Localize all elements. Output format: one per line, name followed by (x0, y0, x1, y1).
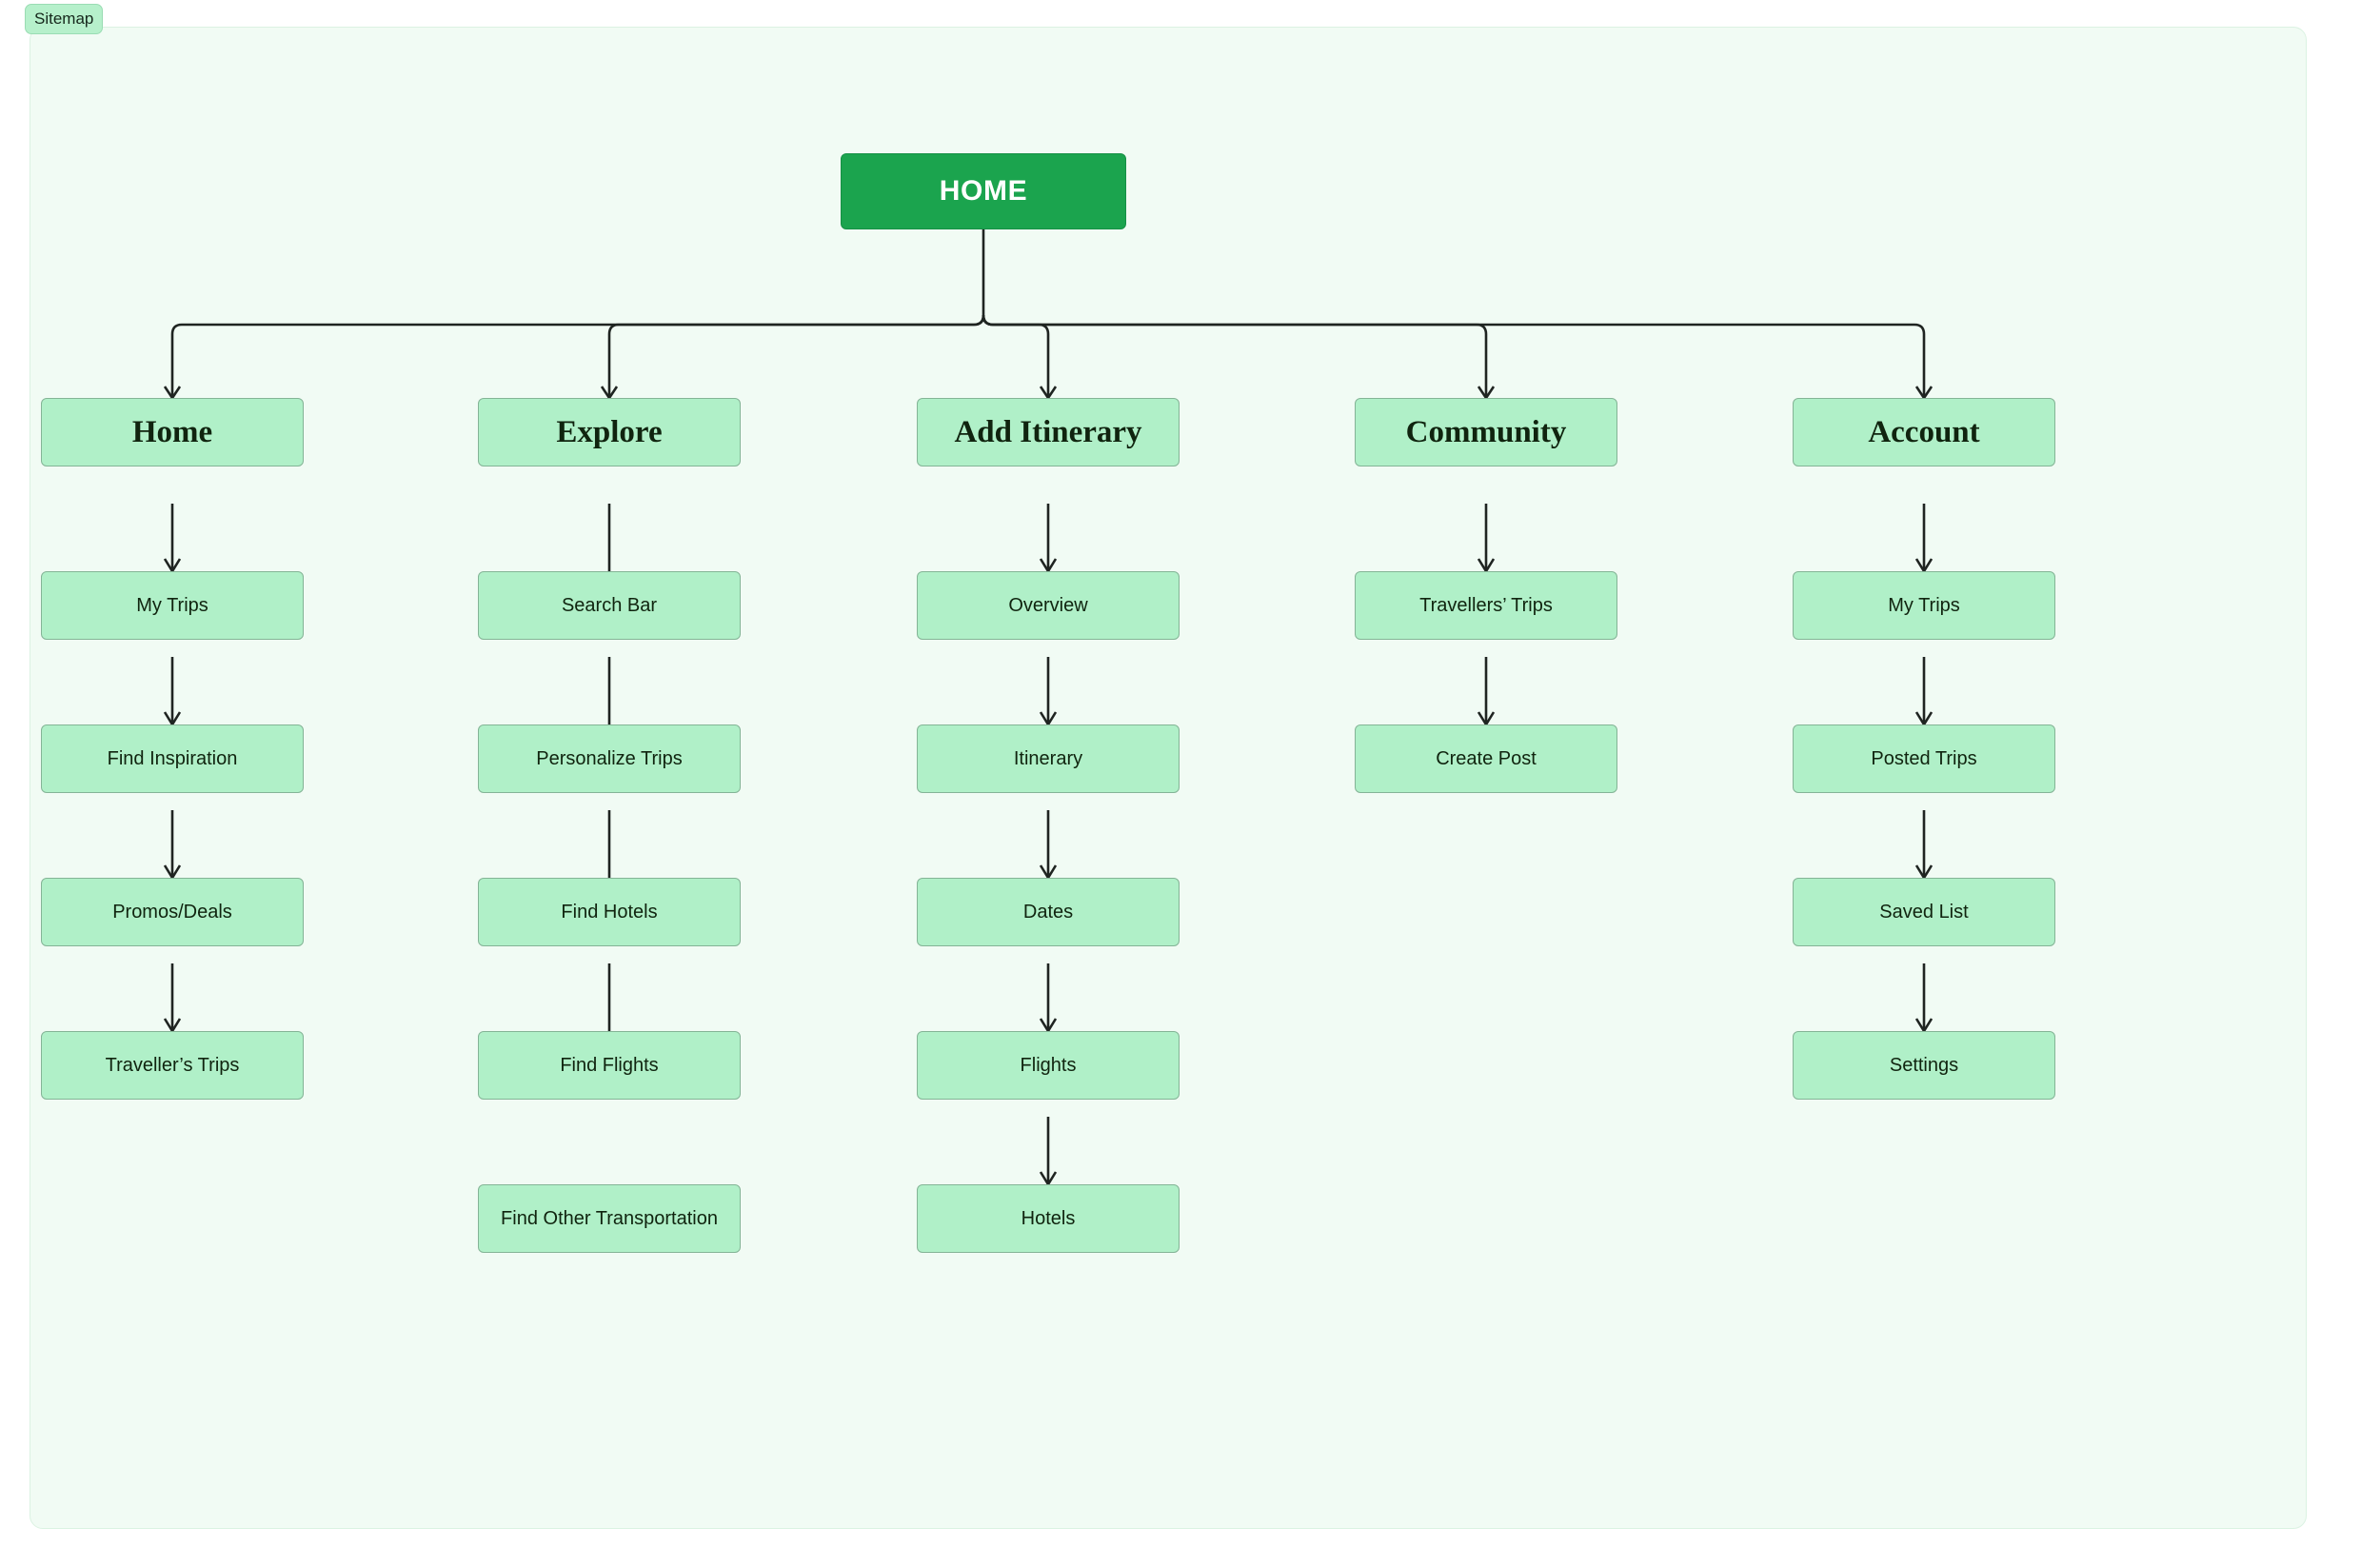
node-itinerary-hotels[interactable]: Hotels (917, 1184, 1180, 1253)
node-itinerary-flights[interactable]: Flights (917, 1031, 1180, 1100)
node-itinerary-dates[interactable]: Dates (917, 878, 1180, 946)
node-explore-find-other-transportation[interactable]: Find Other Transportation (478, 1184, 741, 1253)
node-home-promos-deals[interactable]: Promos/Deals (41, 878, 304, 946)
node-section-community[interactable]: Community (1355, 398, 1617, 466)
node-community-create-post[interactable]: Create Post (1355, 724, 1617, 793)
node-explore-personalize-trips[interactable]: Personalize Trips (478, 724, 741, 793)
node-community-travellers-trips[interactable]: Travellers’ Trips (1355, 571, 1617, 640)
node-section-account[interactable]: Account (1793, 398, 2055, 466)
diagram-canvas: HOME Home My Trips Find Inspiration Prom… (30, 27, 2307, 1529)
node-itinerary-itinerary[interactable]: Itinerary (917, 724, 1180, 793)
node-account-my-trips[interactable]: My Trips (1793, 571, 2055, 640)
node-home-travellers-trips[interactable]: Traveller’s Trips (41, 1031, 304, 1100)
node-section-explore[interactable]: Explore (478, 398, 741, 466)
node-explore-find-flights[interactable]: Find Flights (478, 1031, 741, 1100)
node-account-saved-list[interactable]: Saved List (1793, 878, 2055, 946)
sitemap-badge[interactable]: Sitemap (25, 4, 104, 34)
node-itinerary-overview[interactable]: Overview (917, 571, 1180, 640)
node-root-home[interactable]: HOME (841, 153, 1126, 229)
node-home-my-trips[interactable]: My Trips (41, 571, 304, 640)
node-account-settings[interactable]: Settings (1793, 1031, 2055, 1100)
node-account-posted-trips[interactable]: Posted Trips (1793, 724, 2055, 793)
node-explore-search-bar[interactable]: Search Bar (478, 571, 741, 640)
node-explore-find-hotels[interactable]: Find Hotels (478, 878, 741, 946)
node-section-add-itinerary[interactable]: Add Itinerary (917, 398, 1180, 466)
node-home-find-inspiration[interactable]: Find Inspiration (41, 724, 304, 793)
node-section-home[interactable]: Home (41, 398, 304, 466)
